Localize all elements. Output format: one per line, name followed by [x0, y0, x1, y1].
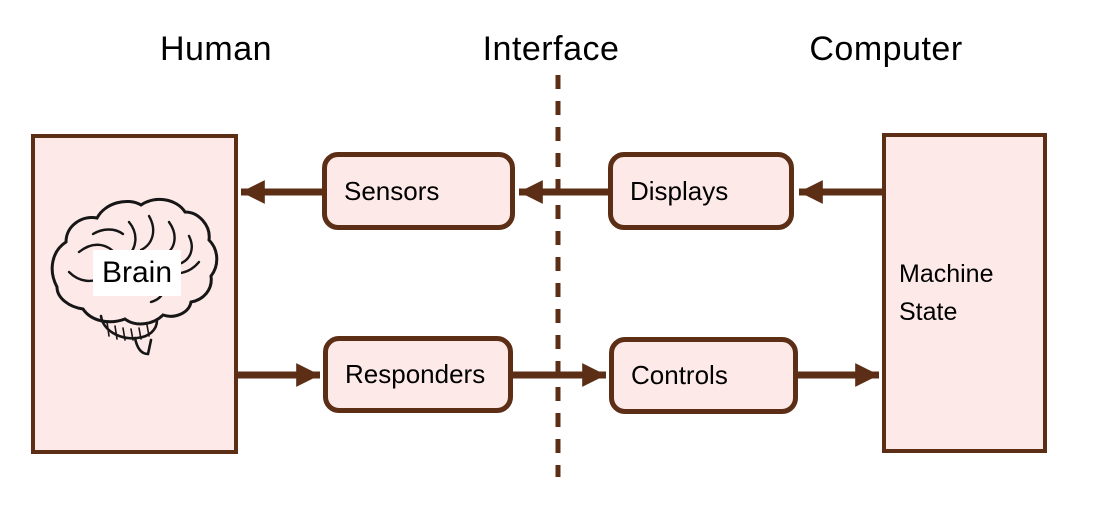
column-title-human: Human: [159, 30, 273, 68]
responders-label: Responders: [345, 359, 486, 389]
brain-label: Brain: [93, 250, 181, 296]
column-title-interface: Interface: [482, 30, 620, 68]
machine-state-label: Machine State: [899, 260, 994, 326]
human-box: Brain: [31, 134, 238, 454]
column-title-computer: Computer: [809, 30, 963, 68]
responders-box: Responders: [323, 336, 513, 413]
controls-label: Controls: [631, 360, 728, 390]
sensors-label: Sensors: [344, 175, 440, 206]
controls-box: Controls: [609, 337, 798, 414]
displays-box: Displays: [608, 152, 794, 230]
machine-state-box: Machine State: [882, 133, 1047, 453]
displays-label: Displays: [630, 175, 729, 206]
sensors-box: Sensors: [322, 152, 515, 230]
